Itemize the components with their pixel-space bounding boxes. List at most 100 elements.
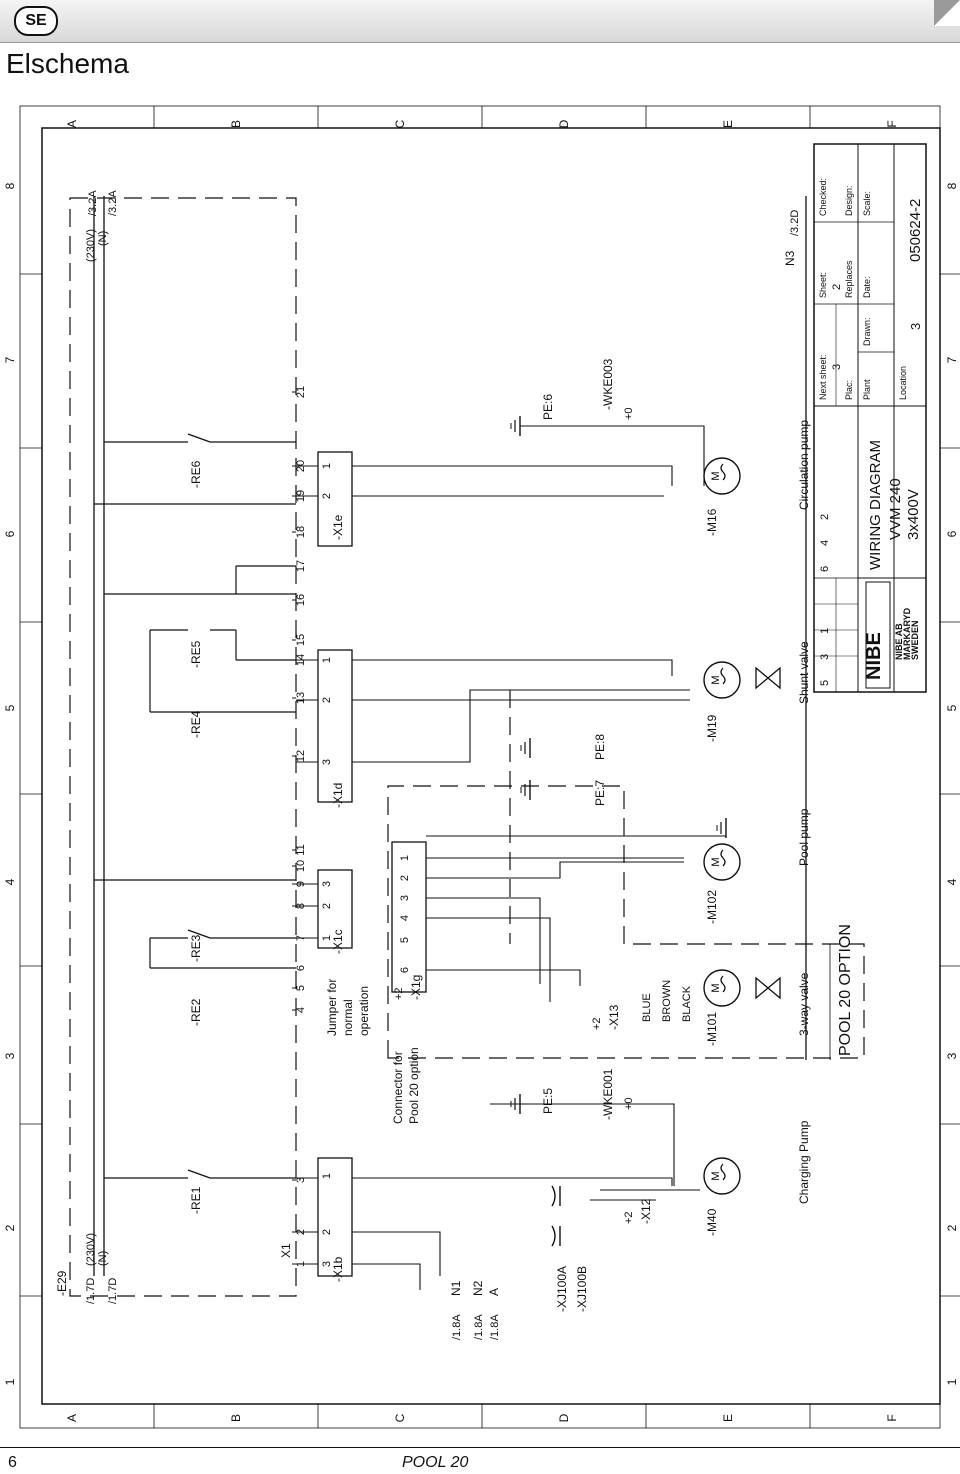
tb-design: Design: (844, 185, 854, 216)
tb-location-val: 3 (908, 323, 923, 330)
x1g-pin-4: 4 (399, 915, 411, 921)
x1-terminal-18: 18 (295, 526, 307, 538)
x1d-pin-2: 2 (321, 697, 333, 703)
label-pe5: PE:5 (541, 1088, 555, 1114)
x1d-pin-1: 1 (321, 657, 333, 663)
motor-label-m101: -M101 (705, 1012, 719, 1046)
label-wke001: -WKE001 (601, 1068, 615, 1120)
grid-row-top-F: F (885, 120, 899, 127)
grid-row-top-C: C (393, 119, 407, 128)
label-wke001-plus0: +0 (623, 1097, 635, 1110)
label-pe7: PE:7 (593, 780, 607, 806)
x1-terminal-11: 11 (295, 844, 307, 855)
ref-top-3-2a-n: /3.2A (107, 190, 119, 216)
wire-label-blue: BLUE (641, 993, 653, 1022)
label-e29: -E29 (55, 1270, 69, 1296)
tb-company-1: NIBE AB (894, 623, 904, 660)
grid-col-left-4: 4 (3, 878, 17, 885)
grid-col-left-7: 7 (3, 356, 17, 363)
x1-terminal-21: 21 (295, 386, 307, 398)
x1c-pin-2: 2 (321, 903, 333, 909)
relay-re1: -RE1 (189, 1186, 203, 1214)
label-x1e: -X1e (331, 514, 345, 540)
ref-top-n: (N) (97, 231, 109, 246)
grid-row-top-E: E (721, 120, 735, 128)
jumper-label-3: operation (357, 986, 371, 1036)
label-x1b: -X1b (331, 1256, 345, 1282)
motor-label-m16: -M16 (705, 508, 719, 536)
wire-label-black: BLACK (681, 985, 693, 1022)
label-x1d: -X1d (331, 783, 345, 808)
tb-company-2: MARKARYD (902, 607, 912, 660)
wire-label-brown: BROWN (661, 980, 673, 1022)
ground-m102 (716, 817, 727, 839)
tb-location: Location (898, 366, 908, 400)
connector-x1c (317, 869, 353, 949)
x1-terminal-9: 9 (295, 881, 307, 887)
xj100-plugs (551, 1185, 561, 1247)
grid-col-right-2: 2 (945, 1224, 959, 1231)
pool-option-label: POOL 20 OPTION (837, 924, 854, 1056)
x1-terminal-strip (292, 391, 296, 1265)
tb-scale: Scale: (862, 191, 872, 216)
x1-terminal-6: 6 (295, 965, 307, 971)
motor-feed-wires (352, 425, 726, 1290)
jumper-label-1: Jumper for (325, 979, 339, 1036)
grid-col-right-5: 5 (945, 704, 959, 711)
document-name: POOL 20 (402, 1454, 469, 1471)
tb-rev-a-0: 5 (819, 680, 831, 686)
ref-bottom-1-7d-n: /1.7D (107, 1278, 119, 1304)
connector-wires (296, 465, 318, 1265)
valve-3way (755, 977, 781, 999)
page-corner (934, 0, 960, 26)
title-block (813, 143, 927, 693)
label-xj100a: -XJ100A (555, 1266, 569, 1312)
x1-terminal-8: 8 (295, 903, 307, 909)
tb-title-2: VVM 240 (887, 478, 904, 540)
ref-top-3-2a-l: /3.2A (87, 190, 99, 216)
x1c-pin-3: 3 (321, 881, 333, 887)
motor-label-m102: -M102 (705, 890, 719, 924)
tb-sheet: Sheet: (818, 272, 828, 298)
x1-terminal-15: 15 (295, 634, 307, 646)
grid-row-bottom-F: F (885, 1414, 899, 1421)
x1c-pin-1: 1 (321, 935, 333, 941)
grid-row-bottom-E: E (721, 1414, 735, 1422)
grid-col-left-1: 1 (3, 1378, 17, 1385)
grid-col-right-3: 3 (945, 1052, 959, 1059)
ref-n1: /1.8A (451, 1314, 463, 1340)
grid-row-bottom-A: A (65, 1414, 79, 1422)
motor-m101 (703, 969, 741, 1007)
grid-row-bottom-C: C (393, 1413, 407, 1422)
x1-terminal-3: 3 (295, 1177, 307, 1183)
grid-col-right-8: 8 (945, 182, 959, 189)
x1g-pin-6: 6 (399, 967, 411, 973)
ground-pe8 (520, 737, 531, 759)
grid-row-top-B: B (229, 120, 243, 128)
grid-col-left-5: 5 (3, 704, 17, 711)
grid-row-bottom-B: B (229, 1414, 243, 1422)
x1-terminal-13: 13 (295, 692, 307, 704)
tb-next-sheet: Next sheet: (818, 354, 828, 400)
x1d-pin-3: 3 (321, 759, 333, 765)
outer-frame (19, 105, 941, 1429)
grid-col-right-7: 7 (945, 356, 959, 363)
x1-terminal-1: 1 (295, 1261, 307, 1267)
ref-n2: /1.8A (473, 1314, 485, 1340)
x1-terminal-14: 14 (295, 654, 307, 666)
valve-shunt (755, 667, 781, 689)
motor-m40 (703, 1157, 741, 1195)
ref-n3: /3.2D (789, 210, 801, 236)
label-n3: N3 (783, 250, 797, 266)
relay-re6: -RE6 (189, 460, 203, 488)
motor-name-m19: Shunt valve (797, 641, 811, 704)
label-x13: -X13 (607, 1004, 621, 1030)
x1b-pin-3: 3 (321, 1261, 333, 1267)
grid-row-top-D: D (557, 119, 571, 128)
grid-tick-marks (20, 106, 960, 1428)
x1b-pin-2: 2 (321, 1229, 333, 1235)
motor-m16 (703, 457, 741, 495)
header-bar: SE (0, 0, 960, 43)
relay-re2: -RE2 (189, 998, 203, 1026)
